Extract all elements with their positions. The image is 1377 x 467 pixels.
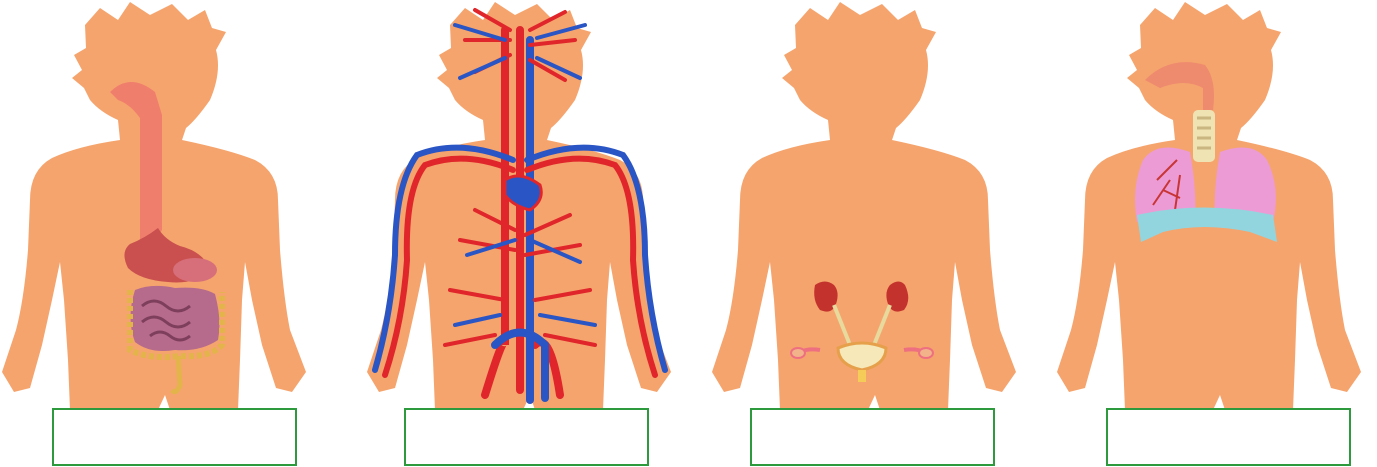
answer-input-3[interactable] — [752, 409, 993, 465]
answer-box-1[interactable] — [52, 408, 297, 466]
circulatory-system-figure — [367, 2, 671, 410]
urinary-system-figure — [712, 2, 1016, 410]
answer-box-3[interactable] — [750, 408, 995, 466]
digestive-system-figure — [2, 2, 306, 410]
answer-box-4[interactable] — [1106, 408, 1351, 466]
answer-input-4[interactable] — [1108, 409, 1349, 465]
respiratory-system-figure — [1057, 2, 1361, 410]
answer-box-2[interactable] — [404, 408, 649, 466]
answer-input-1[interactable] — [54, 409, 295, 465]
answer-input-2[interactable] — [406, 409, 647, 465]
body-silhouette — [1057, 2, 1361, 410]
